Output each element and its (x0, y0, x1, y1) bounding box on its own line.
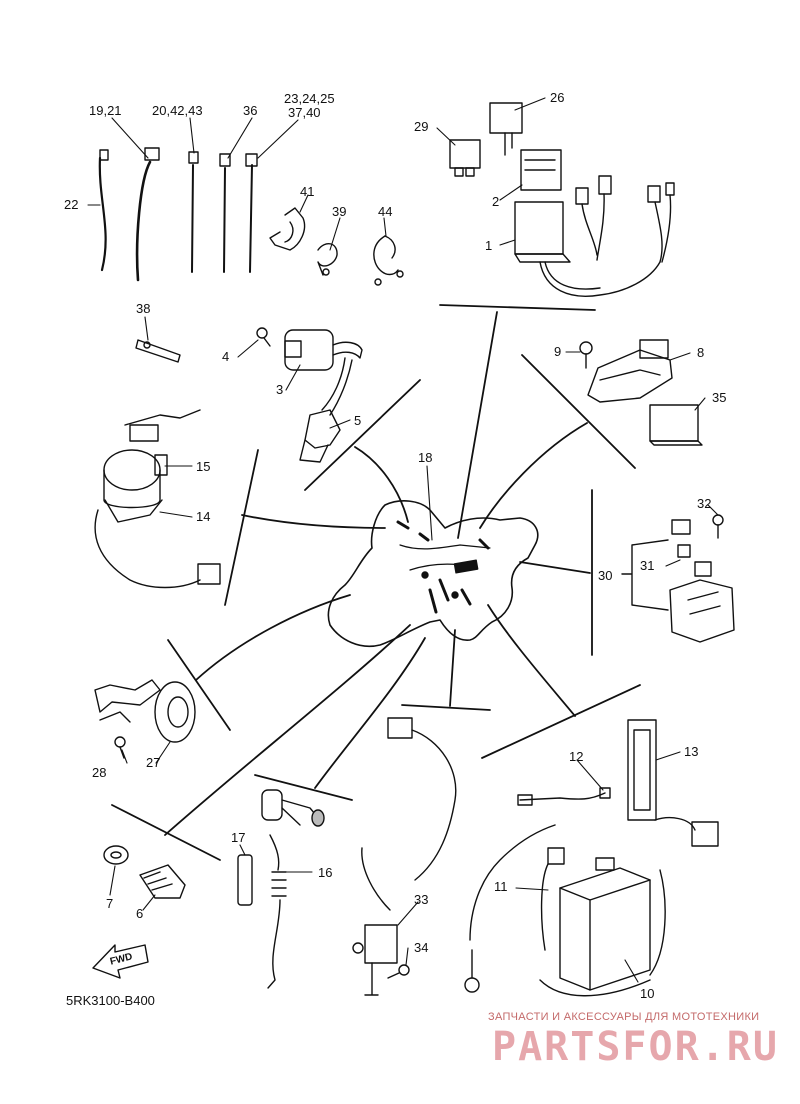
callout-17: 17 (231, 830, 246, 845)
callout-4: 4 (222, 349, 230, 364)
main-switch-assembly (94, 409, 221, 589)
callout-3: 3 (276, 382, 284, 397)
neutral-switch-assembly (103, 845, 186, 899)
callout-26: 26 (550, 90, 565, 105)
callout-11: 11 (494, 879, 508, 894)
ignition-coil-assembly (256, 327, 363, 463)
callout-19-21: 19,21 (89, 103, 122, 118)
callout-10: 10 (640, 986, 655, 1001)
callout-29: 29 (414, 119, 429, 134)
horn-assembly (94, 679, 196, 759)
callout-22: 22 (64, 197, 79, 212)
callout-38: 38 (136, 301, 151, 316)
callout-23-24-25: 23,24,25 (284, 91, 335, 106)
cable-ties (98, 147, 258, 282)
callout-18: 18 (418, 450, 433, 465)
watermark-logo: PARTSFOR.RU (492, 1024, 779, 1070)
callout-15: 15 (196, 459, 211, 474)
callout-27: 27 (146, 755, 161, 770)
callout-13: 13 (684, 744, 699, 759)
diagram-code: 5RK3100-B400 (66, 993, 155, 1008)
sensor-assembly (237, 789, 325, 989)
regulator-assembly (579, 339, 703, 446)
callout-35: 35 (712, 390, 727, 405)
callout-39: 39 (332, 204, 347, 219)
wire-clamps (269, 207, 404, 286)
callout-5: 5 (354, 413, 362, 428)
motorcycle-silhouette (327, 500, 539, 647)
callout-14: 14 (196, 509, 211, 524)
callout-28: 28 (92, 765, 107, 780)
callout-8: 8 (697, 345, 705, 360)
callout-9: 9 (554, 344, 562, 359)
callout-44: 44 (378, 204, 393, 219)
callout-7: 7 (106, 896, 114, 911)
battery-assembly (464, 719, 719, 997)
callout-36: 36 (243, 103, 258, 118)
earth-lead-38 (135, 339, 181, 363)
callout-34: 34 (414, 940, 429, 955)
callout-leaders (87, 97, 719, 983)
callout-37-40: 37,40 (288, 105, 321, 120)
watermark-caption: ЗАПЧАСТИ И АКСЕССУАРЫ ДЛЯ МОТОТЕХНИКИ (488, 1011, 760, 1023)
callout-1: 1 (485, 238, 493, 253)
callout-20-42-43: 20,42,43 (152, 103, 203, 118)
callout-6: 6 (136, 906, 144, 921)
group-divider-lines (111, 304, 641, 861)
callout-33: 33 (414, 892, 429, 907)
relay-assembly (449, 102, 675, 297)
callout-41: 41 (300, 184, 315, 199)
fwd-arrow (92, 944, 149, 979)
callout-32: 32 (697, 496, 712, 511)
stop-switch-assembly (352, 717, 457, 996)
callout-12: 12 (569, 749, 584, 764)
callout-2: 2 (492, 194, 500, 209)
starter-relay-assembly (621, 514, 735, 643)
callout-31: 31 (640, 558, 655, 573)
callout-30: 30 (598, 568, 613, 583)
callout-16: 16 (318, 865, 333, 880)
